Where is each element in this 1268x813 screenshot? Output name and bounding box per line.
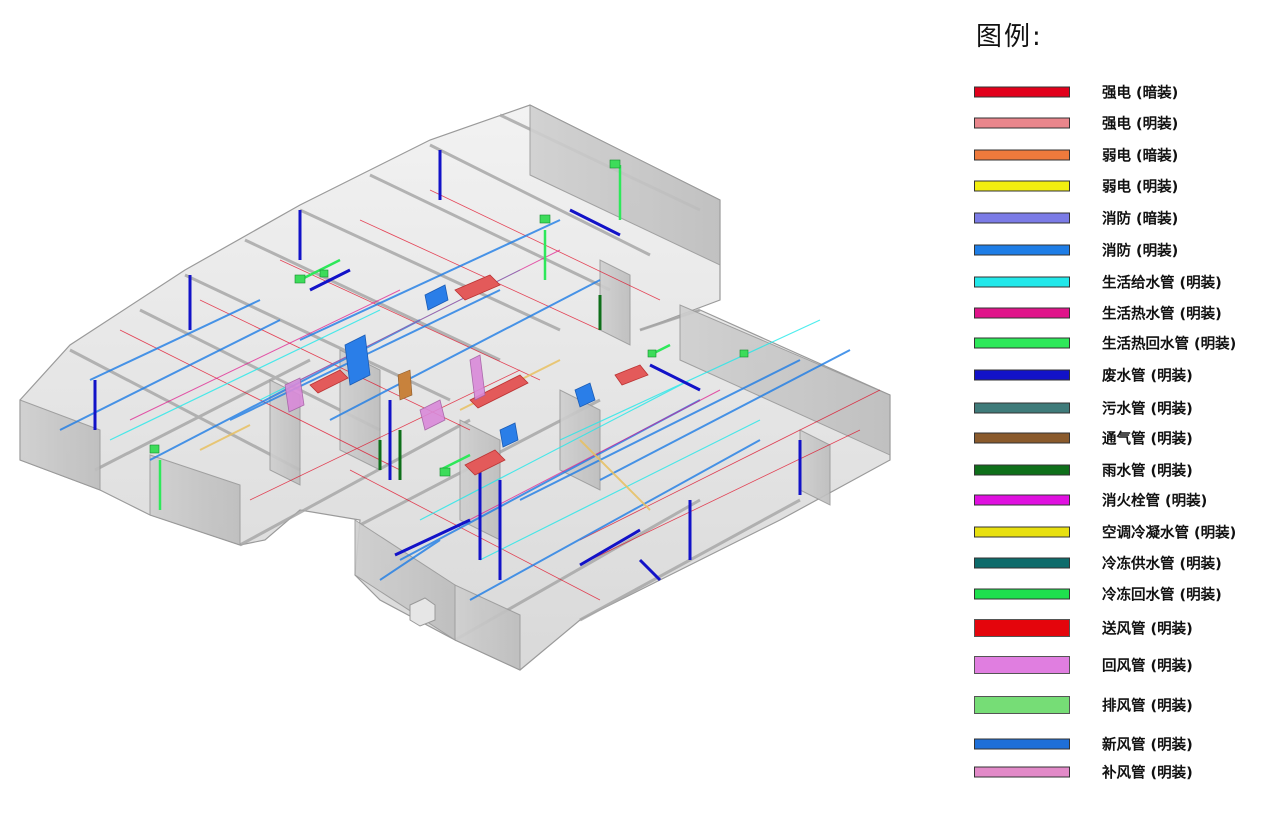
mep-3d-model-view xyxy=(19,104,891,671)
legend-item: 冷冻供水管 (明装) xyxy=(974,554,1264,573)
legend-swatch xyxy=(974,619,1070,637)
legend-item: 通气管 (明装) xyxy=(974,429,1264,448)
legend-swatch xyxy=(974,766,1070,778)
legend-label: 回风管 (明装) xyxy=(1102,658,1193,675)
legend-label: 雨水管 (明装) xyxy=(1102,463,1193,480)
legend-label: 补风管 (明装) xyxy=(1102,765,1193,782)
rain-pipes xyxy=(378,295,602,480)
return-air-ducts xyxy=(284,354,486,431)
legend-swatch xyxy=(974,464,1070,476)
legend-item: 排风管 (明装) xyxy=(974,696,1264,715)
return-pipes xyxy=(158,165,671,510)
loose-block xyxy=(409,597,436,627)
legend-label: 污水管 (明装) xyxy=(1102,401,1193,418)
legend-swatch xyxy=(974,86,1070,98)
legend-label: 空调冷凝水管 (明装) xyxy=(1102,525,1237,542)
legend-item: 消火栓管 (明装) xyxy=(974,491,1264,510)
legend-swatch xyxy=(974,738,1070,750)
legend-item: 补风管 (明装) xyxy=(974,763,1264,782)
legend-label: 排风管 (明装) xyxy=(1102,698,1193,715)
waste-pipes xyxy=(93,150,802,582)
legend-item: 空调冷凝水管 (明装) xyxy=(974,523,1264,542)
legend-swatch xyxy=(974,402,1070,414)
legend-item: 消防 (明装) xyxy=(974,241,1264,260)
hot-water-pipes xyxy=(129,249,721,531)
legend-label: 送风管 (明装) xyxy=(1102,621,1193,638)
legend-swatch xyxy=(974,656,1070,674)
legend-item: 强电 (明装) xyxy=(974,114,1264,133)
legend-label: 生活热回水管 (明装) xyxy=(1102,336,1237,353)
legend-label: 废水管 (明装) xyxy=(1102,368,1193,385)
legend-swatch xyxy=(974,117,1070,129)
legend-label: 强电 (明装) xyxy=(1102,116,1179,133)
legend-swatch xyxy=(974,526,1070,538)
legend-label: 消火栓管 (明装) xyxy=(1102,493,1208,510)
legend-swatch xyxy=(974,557,1070,569)
legend-label: 生活给水管 (明装) xyxy=(1102,275,1222,292)
legend-item: 冷冻回水管 (明装) xyxy=(974,585,1264,604)
legend-item: 生活给水管 (明装) xyxy=(974,273,1264,292)
legend-label: 消防 (明装) xyxy=(1102,243,1179,260)
supply-air-ducts xyxy=(309,274,649,476)
legend-label: 消防 (暗装) xyxy=(1102,211,1179,228)
legend-item: 强电 (暗装) xyxy=(974,83,1264,102)
legend-swatch xyxy=(974,432,1070,444)
legend-swatch xyxy=(974,494,1070,506)
legend-item: 新风管 (明装) xyxy=(974,735,1264,754)
water-supply-pipes xyxy=(109,269,821,561)
legend-swatch xyxy=(974,149,1070,161)
legend-label: 冷冻供水管 (明装) xyxy=(1102,556,1222,573)
legend-swatch xyxy=(974,337,1070,349)
equipment-clusters xyxy=(149,159,749,477)
legend-swatch xyxy=(974,244,1070,256)
legend-swatch xyxy=(974,696,1070,714)
vent-pipes xyxy=(397,369,413,401)
legend-item: 污水管 (明装) xyxy=(974,399,1264,418)
legend-item: 生活热水管 (明装) xyxy=(974,304,1264,323)
legend-item: 送风管 (明装) xyxy=(974,619,1264,638)
legend-swatch xyxy=(974,307,1070,319)
legend-swatch xyxy=(974,212,1070,224)
legend-item: 弱电 (明装) xyxy=(974,177,1264,196)
legend-label: 弱电 (明装) xyxy=(1102,179,1179,196)
legend-item: 弱电 (暗装) xyxy=(974,146,1264,165)
legend-swatch xyxy=(974,276,1070,288)
legend-label: 强电 (暗装) xyxy=(1102,85,1179,102)
legend-label: 通气管 (明装) xyxy=(1102,431,1193,448)
legend-panel: 图例: 强电 (暗装) 强电 (明装) 弱电 (暗装) 弱电 (明装) 消防 (暗装) 消… xyxy=(930,0,1268,813)
legend-swatch xyxy=(974,588,1070,600)
legend-item: 雨水管 (明装) xyxy=(974,461,1264,480)
legend-item: 消防 (暗装) xyxy=(974,209,1264,228)
legend-swatch xyxy=(974,369,1070,381)
legend-title: 图例: xyxy=(976,22,1043,52)
legend-item: 生活热回水管 (明装) xyxy=(974,334,1264,353)
legend-label: 新风管 (明装) xyxy=(1102,737,1193,754)
legend-swatch xyxy=(974,180,1070,192)
legend-label: 弱电 (暗装) xyxy=(1102,148,1179,165)
legend-label: 冷冻回水管 (明装) xyxy=(1102,587,1222,604)
wall-panels xyxy=(19,104,891,671)
legend-label: 生活热水管 (明装) xyxy=(1102,306,1222,323)
fresh-air-ducts xyxy=(344,284,596,448)
legend-item: 废水管 (明装) xyxy=(974,366,1264,385)
legend-item: 回风管 (明装) xyxy=(974,656,1264,675)
